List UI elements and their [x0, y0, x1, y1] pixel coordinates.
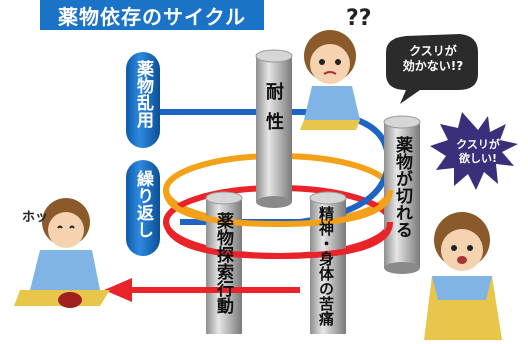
diagram-title: 薬物依存のサイクル [40, 0, 264, 30]
pill-repeat [126, 160, 160, 256]
label-withdrawal: 精神・身体の苦痛 [317, 206, 335, 326]
label-drug-seeking: 薬物探索行動 [213, 212, 233, 314]
pill-drug-abuse [126, 52, 160, 148]
bubble-not-working-line2: 効かない!? [402, 59, 464, 73]
label-repeat: 繰り返し [133, 170, 153, 238]
bubble-not-working-line1: クスリが [409, 44, 457, 58]
label-wearing-off: 薬物が切れる [392, 136, 412, 238]
character-craving [424, 212, 502, 340]
orange-ring-front [163, 189, 393, 228]
bubble-want-more-line2: 欲しい! [458, 152, 498, 165]
cylinder-tolerance [255, 49, 293, 208]
label-tolerance: 耐性 [263, 82, 284, 142]
bubble-not-working: クスリが 効かない!? [390, 44, 476, 74]
red-ring-front [163, 221, 393, 260]
sfx-confused: ?? [346, 6, 372, 31]
character-confused [300, 30, 360, 130]
bubble-want-more-line1: クスリが [456, 138, 500, 151]
label-drug-abuse: 薬物乱用 [133, 60, 153, 128]
bubble-want-more-shape [430, 112, 518, 190]
sfx-relief: ホッ [22, 210, 49, 225]
character-relieved [14, 198, 110, 308]
bubble-not-working-shape [386, 34, 478, 104]
bubble-want-more: クスリが 欲しい! [442, 138, 514, 166]
red-arrowhead [104, 278, 132, 302]
